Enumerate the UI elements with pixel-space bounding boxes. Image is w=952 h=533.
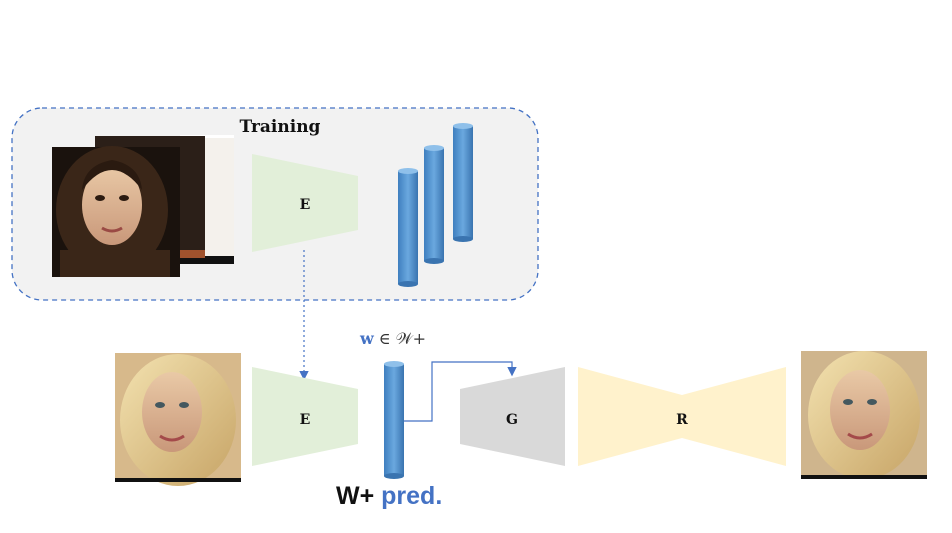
latent-cylinder — [424, 145, 444, 264]
caption-w-plus: W+ — [336, 482, 375, 510]
refiner-label: R — [676, 412, 688, 428]
latent-cylinder — [398, 168, 418, 287]
training-encoder-label: E — [300, 197, 311, 213]
training-face-image — [52, 146, 180, 277]
latent-to-generator-arrow — [404, 361, 517, 422]
encoder-block — [252, 367, 358, 466]
latent-cylinder — [453, 123, 473, 242]
refiner-block — [578, 367, 786, 466]
encoder-label: E — [300, 412, 311, 428]
generator-block — [460, 367, 565, 466]
latent-space-symbol: ∈ 𝒲+ — [373, 329, 426, 348]
training-latent-cylinders — [398, 123, 473, 287]
training-label: Training — [240, 117, 321, 137]
w-plus-latent-cylinder — [384, 361, 404, 479]
input-face-image — [115, 353, 241, 486]
caption-pred: pred. — [381, 482, 443, 510]
latent-symbol: w — [360, 329, 374, 348]
latent-space-label: w ∈ 𝒲+ — [360, 329, 426, 349]
training-encoder-block — [252, 154, 358, 252]
generator-label: G — [506, 412, 518, 428]
output-face-image — [801, 351, 927, 479]
w-plus-prediction-caption: W+ pred. — [336, 482, 442, 511]
